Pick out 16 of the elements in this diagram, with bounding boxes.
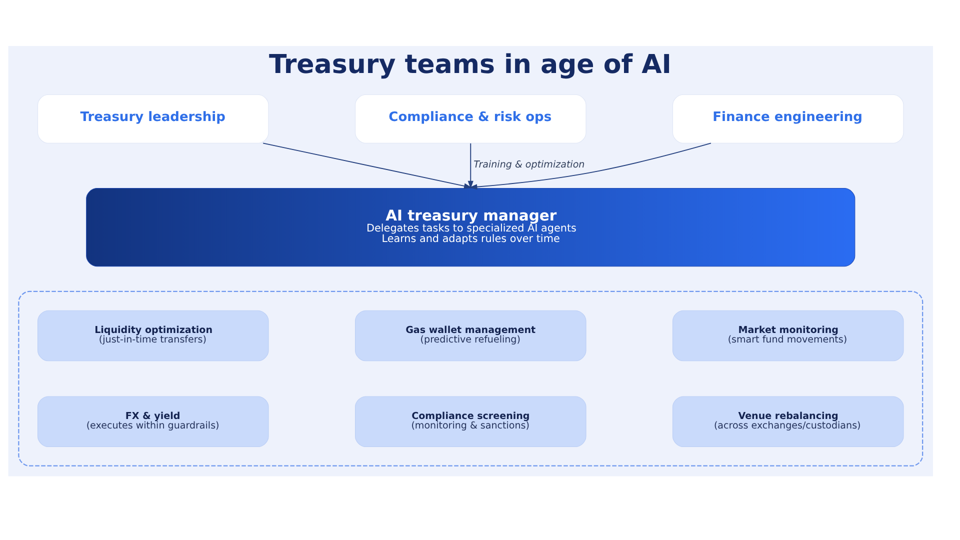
node-box: Market monitoring (smart fund movements)	[672, 310, 904, 361]
arrow	[469, 142, 712, 190]
arrow	[262, 142, 472, 188]
node-box: Compliance & risk ops	[355, 94, 586, 143]
node-box: Treasury leadership	[38, 94, 269, 143]
node-box: AI treasury manager Delegates tasks to specialized AI agents Learns and adapts rules over time	[86, 188, 856, 266]
node-box: Compliance screening (monitoring & sanctions)	[355, 396, 586, 447]
edge-label: Training & optimization	[474, 158, 585, 170]
node-box: FX & yield (executes within guardrails)	[38, 396, 269, 447]
arrow	[468, 142, 474, 188]
cluster	[18, 290, 924, 466]
node-box: Finance engineering	[672, 94, 904, 143]
diagram-title: Treasury teams in age of AI	[268, 49, 672, 80]
node-box: Gas wallet management (predictive refueling)	[355, 310, 586, 361]
node-box: Venue rebalancing (across exchanges/custodians)	[672, 396, 904, 447]
node-box: Liquidity optimization (just-in-time transfers)	[38, 310, 269, 361]
